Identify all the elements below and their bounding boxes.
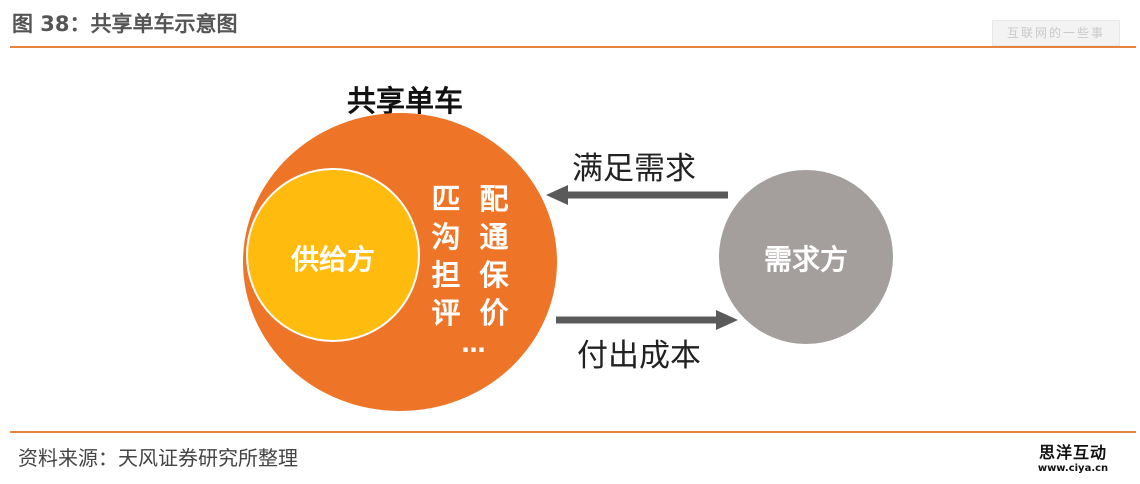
function-column-right: 配 通 保 价 <box>474 180 514 332</box>
logo-name: 思洋互动 <box>1038 443 1107 462</box>
demand-label: 需求方 <box>763 243 848 276</box>
logo-url: www.ciya.cn <box>1037 463 1109 474</box>
supply-circle <box>246 168 420 342</box>
footer-divider <box>10 431 1136 433</box>
more-ellipsis: … <box>461 330 487 358</box>
watermark: 互联网的一些事 <box>992 20 1120 46</box>
page-title: 图 38：共享单车示意图 <box>12 12 238 36</box>
function-char: 沟 <box>431 220 461 254</box>
function-char: 匹 <box>431 182 461 216</box>
pay-cost-label: 付出成本 <box>577 338 701 374</box>
function-column-left: 匹 沟 担 评 <box>426 180 466 332</box>
function-char: 配 <box>479 182 509 216</box>
function-char: 评 <box>431 296 461 330</box>
brand-logo: 思洋互动 www.ciya.cn <box>1028 444 1118 476</box>
meet-demand-label: 满足需求 <box>572 151 696 187</box>
supply-label: 供给方 <box>290 243 375 276</box>
function-char: 价 <box>479 296 509 330</box>
function-char: 保 <box>479 258 509 292</box>
diagram-title: 共享单车 <box>346 84 463 118</box>
demand-circle <box>719 170 893 344</box>
function-char: 担 <box>431 258 461 292</box>
header-divider <box>10 46 1136 48</box>
arrow-to-supply <box>546 185 728 205</box>
arrow-to-demand <box>556 310 738 330</box>
function-char: 通 <box>479 220 509 254</box>
source-note: 资料来源：天风证券研究所整理 <box>18 446 298 470</box>
